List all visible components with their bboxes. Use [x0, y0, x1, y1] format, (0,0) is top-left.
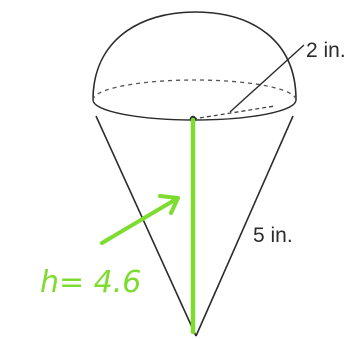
height-arrow: [100, 194, 180, 245]
radius-label: 2 in.: [306, 39, 346, 62]
cone-right-side: [195, 115, 294, 337]
height-annotation: h= 4.6: [40, 265, 141, 300]
radius-leader-line: [229, 44, 305, 113]
hemisphere-outline: [92, 11, 297, 101]
base-ellipse-back: [92, 79, 297, 101]
slant-height-label: 5 in.: [253, 224, 293, 247]
cone-left-side: [95, 115, 197, 337]
